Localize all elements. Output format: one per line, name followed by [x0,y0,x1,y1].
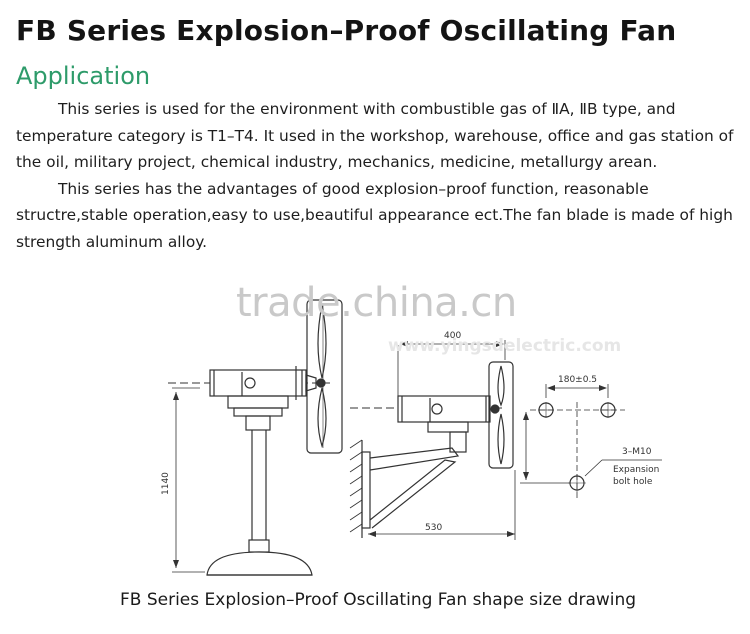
watermark-text: trade.china.cn [236,280,517,326]
application-text: This series is used for the environment … [16,96,738,255]
dimension-bolt-spacing-label: 180±0.5 [558,375,597,385]
bolt-note-line-1: Expansion [613,465,659,475]
paragraph-1: This series is used for the environment … [16,100,734,171]
bolt-note-line-2: bolt hole [613,477,653,487]
page-title: FB Series Explosion–Proof Oscillating Fa… [16,14,677,47]
wall-mount-fan [349,340,516,540]
dimension-height-label: 1140 [161,472,171,495]
drawing-caption: FB Series Explosion–Proof Oscillating Fa… [120,590,637,610]
section-heading-application: Application [16,62,151,90]
paragraph-2: This series has the advantages of good e… [16,179,733,251]
dimension-top-width-label: 400 [444,331,461,341]
dimension-bottom-width-label: 530 [425,523,442,533]
bolt-hole-pattern [520,384,662,500]
watermark-url: www.yingsdelectric.com [388,336,622,356]
bolt-spec-label: 3–M10 [622,447,652,457]
floor-stand-fan [168,299,343,576]
